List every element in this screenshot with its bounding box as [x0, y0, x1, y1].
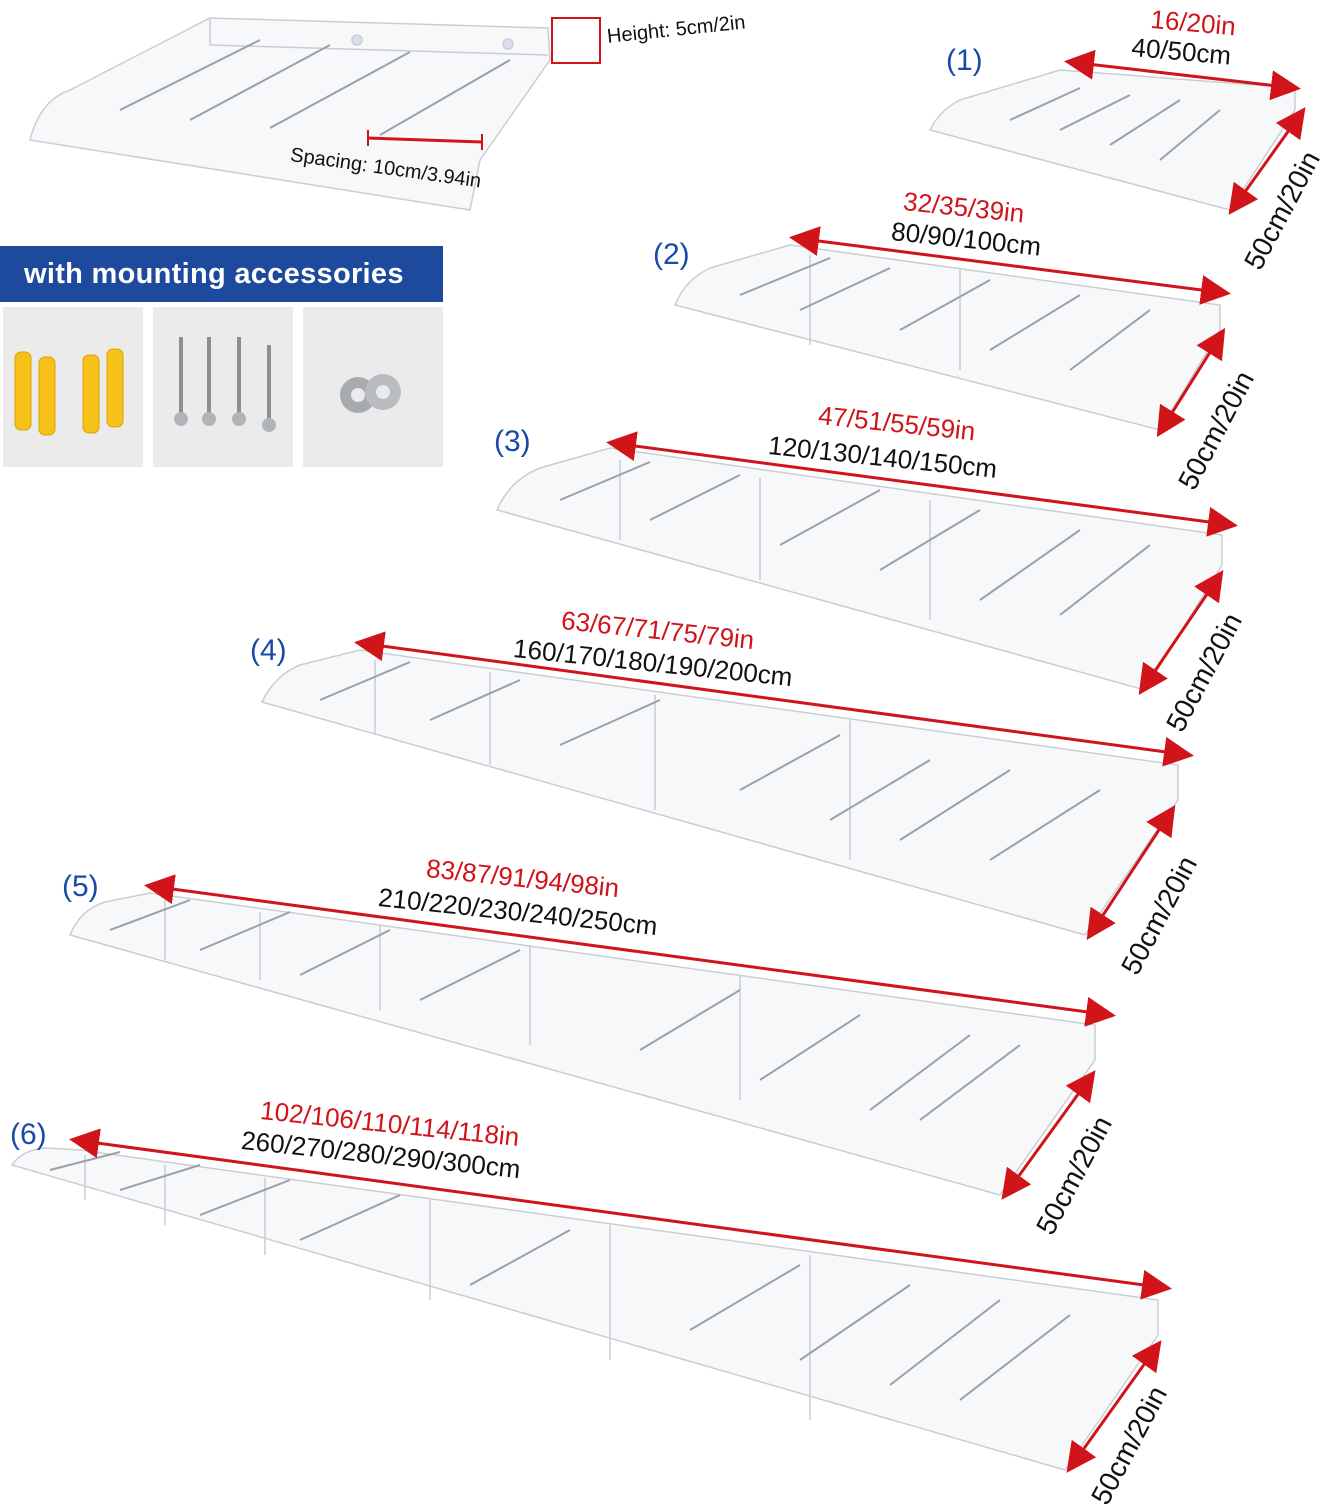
size-4-index: (4): [250, 634, 287, 667]
size-3-index: (3): [494, 425, 531, 458]
washers-image: [303, 307, 443, 467]
wall-plugs-image: [3, 307, 143, 467]
size-6-index: (6): [10, 1118, 47, 1151]
screws-image: [153, 307, 293, 467]
canopy-1: [928, 69, 1296, 211]
canopy-2: [673, 244, 1221, 431]
canopy-5: [68, 892, 1096, 1196]
top-detail-canopy: [29, 17, 551, 211]
canopy-6: [10, 1147, 1159, 1471]
size-2-index: (2): [653, 238, 690, 271]
size-5-index: (5): [62, 870, 99, 903]
size-1-index: (1): [946, 44, 983, 77]
accessories-banner: with mounting accessories: [0, 246, 443, 302]
